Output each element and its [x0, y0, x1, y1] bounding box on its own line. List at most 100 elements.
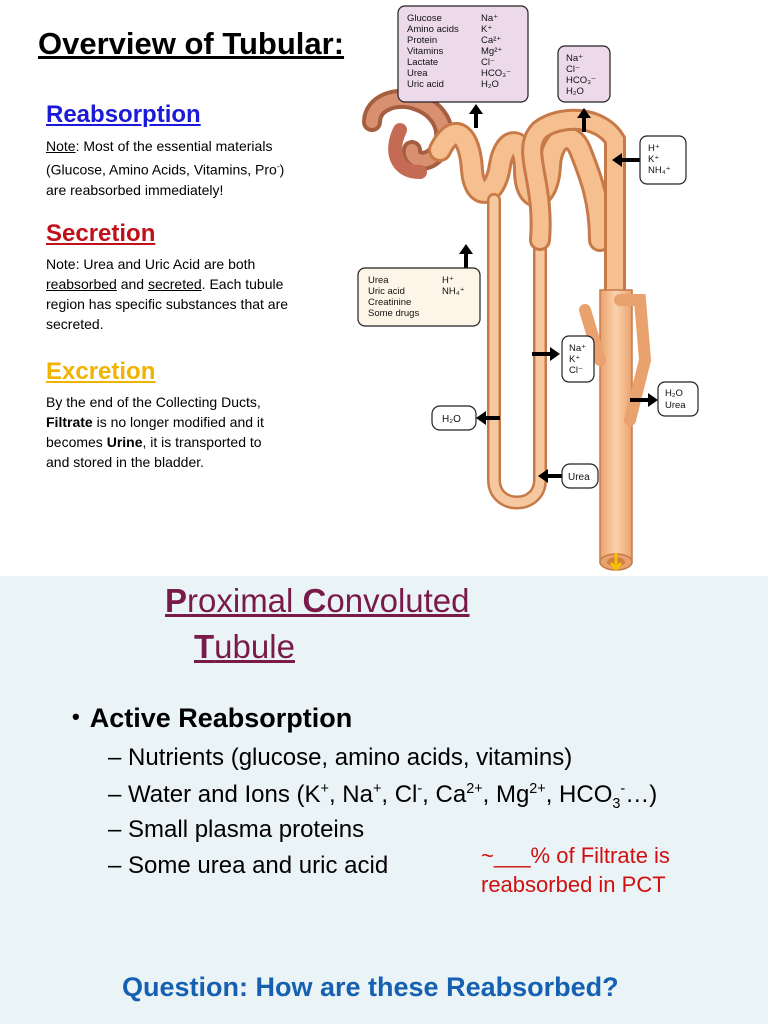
- collecting-duct: [579, 289, 652, 572]
- arrow-urea: [538, 469, 562, 483]
- pct-section: Proximal Convoluted Tubule • Active Reabs…: [0, 576, 768, 1024]
- arrow-pct-reabsorption: [469, 104, 483, 128]
- pct-item-protein: Protein: [407, 35, 437, 46]
- word-secreted: secreted: [147, 276, 202, 292]
- box-dct-reabsorbed: Na⁺ Cl⁻ HCO₃⁻ H₂O: [557, 45, 611, 103]
- excretion-line-3-end: , it is transported to: [142, 434, 262, 450]
- secreted-urea: Urea: [368, 275, 389, 286]
- svg-text:Na⁺ K⁺ Cl⁻: Na⁺ K⁺ Cl⁻: [569, 343, 589, 376]
- secreted-h: H⁺: [442, 275, 454, 286]
- sub-item-nutrients-text: Nutrients (glucose, amino acids, vitamin…: [128, 744, 573, 771]
- loop-of-henle: [487, 193, 547, 510]
- pct-title-p: P: [165, 582, 188, 619]
- svg-text:Glucose Amino acids: Glucose Amino acids Protein Vitamins Lac…: [407, 13, 514, 90]
- svg-text:Na⁺ Cl⁻ HCO₃⁻: Na⁺ Cl⁻ HCO₃⁻ H₂O: [566, 53, 599, 97]
- secretion-line-1: Note: Urea and Uric Acid are both: [46, 256, 256, 272]
- filtrate-note-line-2: reabsorbed in PCT: [481, 872, 666, 897]
- dct-ion-cl: Cl⁻: [566, 64, 580, 75]
- excretion-text: By the end of the Collecting Ducts, Filt…: [46, 392, 264, 472]
- pct-title: Proximal Convoluted Tubule: [165, 578, 470, 670]
- sub-item-urea-text: Some urea and uric acid: [128, 852, 389, 879]
- box-h2o: H₂O: [431, 405, 477, 431]
- pct-item-glucose: Glucose: [407, 13, 442, 24]
- box-cd-h2o-urea: H₂O Urea: [657, 381, 699, 417]
- excretion-line-1: By the end of the Collecting Ducts,: [46, 394, 261, 410]
- secreted-creatinine: Creatinine: [368, 297, 411, 308]
- pct-ion-mg: Mg²⁺: [481, 46, 502, 57]
- cd-h2o: H₂O: [665, 388, 683, 399]
- dct-secreted-k: K⁺: [648, 154, 659, 165]
- pct-ion-k: K⁺: [481, 24, 492, 35]
- bullet-dot-icon: •: [72, 704, 80, 729]
- pct-item-vitamins: Vitamins: [407, 46, 444, 57]
- bullet-label: Active Reabsorption: [89, 703, 353, 733]
- reabsorption-line-2: (Glucose, Amino Acids, Vitamins, Pro: [46, 161, 277, 178]
- bullet-active-reabsorption: • Active Reabsorption: [72, 703, 352, 734]
- pct-title-onvoluted: onvoluted: [326, 582, 470, 619]
- dct-secreted-h: H⁺: [648, 143, 660, 154]
- excretion-line-4: and stored in the bladder.: [46, 454, 205, 470]
- water-text-start: Water and Ions (K: [128, 781, 321, 808]
- pct-item-amino-acids: Amino acids: [407, 24, 459, 35]
- dct-secreted-nh4: NH₄⁺: [648, 165, 671, 176]
- question-text: Question: How are these Reabsorbed?: [122, 972, 619, 1002]
- loop-ion-cl: Cl⁻: [569, 365, 583, 376]
- sub-item-plasma-proteins: – Small plasma proteins: [108, 816, 365, 843]
- arrow-secreted-substances: [459, 244, 473, 268]
- pct-title-roximal: roximal: [187, 582, 303, 619]
- pct-title-c: C: [302, 582, 327, 619]
- proximal-tubule: [428, 122, 612, 252]
- box-pct-secreted: Urea Uric acid Creatinine Some drugs H⁺ …: [357, 267, 481, 327]
- arrow-h-secretion: [612, 153, 640, 167]
- loop-ion-k: K⁺: [569, 354, 580, 365]
- loop-h2o-label: H₂O: [442, 414, 461, 425]
- reabsorption-line-2-sup: -: [276, 161, 280, 171]
- dct-ion-h2o: H₂O: [566, 86, 584, 97]
- water-na: , Na: [328, 781, 373, 808]
- filtrate-note-line-1: ~___% of Filtrate is: [481, 843, 670, 868]
- water-hco-sub: 3: [612, 795, 621, 812]
- water-ca: , Ca: [422, 781, 467, 808]
- pct-ion-ca: Ca²⁺: [481, 35, 501, 46]
- secretion-line-2-end: . Each tubule: [201, 276, 284, 292]
- secreted-some-drugs: Some drugs: [368, 308, 419, 319]
- sub-item-urea: – Some urea and uric acid: [108, 852, 389, 879]
- excretion-heading: Excretion: [46, 358, 156, 385]
- water-k-sup: +: [320, 781, 329, 797]
- water-cl: , Cl: [381, 781, 418, 808]
- arrow-loop-ions: [532, 347, 560, 361]
- excretion-line-3-start: becomes: [46, 434, 107, 450]
- arrow-dct-reabsorption: [577, 108, 591, 132]
- distal-tubule: [521, 108, 626, 311]
- slide-title: Overview of Tubular:: [38, 26, 345, 61]
- cd-urea: Urea: [665, 400, 686, 411]
- water-ca-sup: 2+: [466, 781, 483, 797]
- bowmans-capsule: [362, 88, 455, 179]
- sub-item-nutrients: – Nutrients (glucose, amino acids, vitam…: [108, 744, 573, 771]
- nephron-diagram: Glucose Amino acids Protein Vitamins Lac…: [357, 5, 699, 572]
- loop-ion-na: Na⁺: [569, 343, 586, 354]
- water-na-sup: +: [372, 781, 382, 797]
- arrow-h2o: [476, 411, 500, 425]
- sub-item-water-ions: – Water and Ions (K+, Na+, Cl-, Ca2+, Mg…: [108, 781, 658, 812]
- pct-ion-h2o: H₂O: [481, 79, 499, 90]
- word-urine: Urine: [106, 434, 143, 450]
- secretion-text: Note: Urea and Uric Acid are both reabso…: [46, 254, 288, 334]
- water-hco: , HCO: [545, 781, 613, 808]
- pct-item-uric-acid: Uric acid: [407, 79, 444, 90]
- pct-ion-hco3: HCO₃⁻: [481, 68, 511, 79]
- word-reabsorbed: reabsorbed: [46, 276, 117, 292]
- excretion-line-2-end: is no longer modified and it: [92, 414, 264, 430]
- sub-item-plasma-proteins-text: Small plasma proteins: [128, 816, 365, 843]
- secretion-heading: Secretion: [46, 220, 156, 247]
- pct-title-t: T: [194, 628, 215, 665]
- reabsorption-text: Note: Most of the essential materials (G…: [46, 136, 284, 200]
- arrow-cd-h2o-urea: [630, 393, 658, 407]
- loop-urea-label: Urea: [568, 472, 590, 483]
- pct-ion-cl: Cl⁻: [481, 57, 495, 68]
- word-filtrate: Filtrate: [46, 414, 93, 430]
- pct-item-urea: Urea: [407, 68, 428, 79]
- dct-ion-na: Na⁺: [566, 53, 583, 64]
- box-pct-reabsorbed: Glucose Amino acids Protein Vitamins Lac…: [397, 5, 529, 103]
- svg-text:H₂O Urea: H₂O Urea: [665, 388, 686, 411]
